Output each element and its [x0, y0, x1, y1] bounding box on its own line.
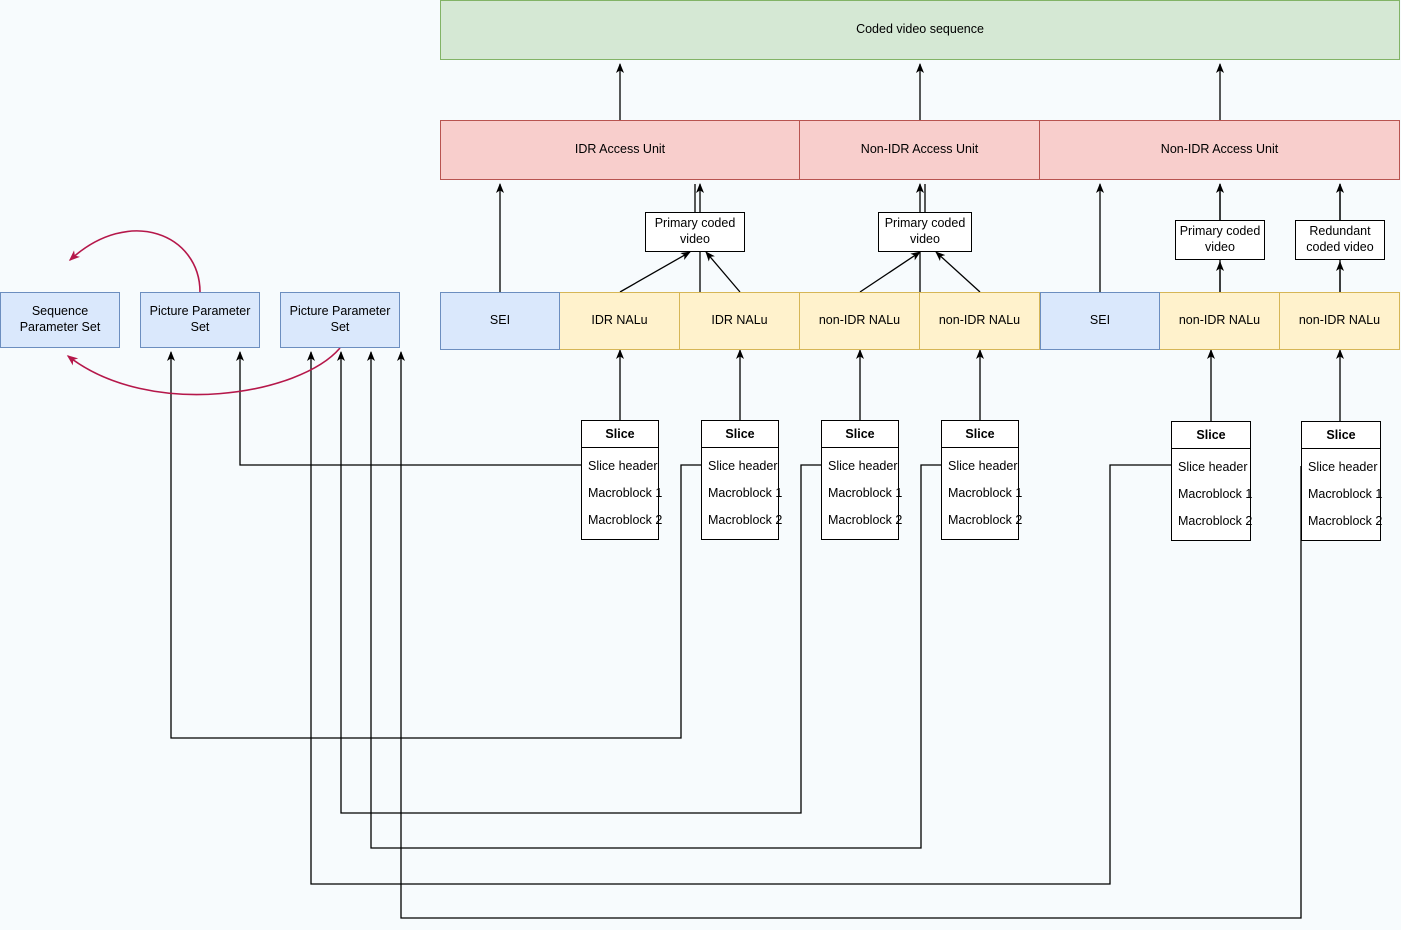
access-unit-idr[interactable]: IDR Access Unit [440, 120, 800, 180]
nal-unit-label: non-IDR NALu [1178, 313, 1261, 328]
macroblock-row: Macroblock 2 [1308, 513, 1383, 528]
nal-unit-label: SEI [489, 313, 511, 328]
nal-unit-non-idr-2[interactable]: non-IDR NALu [920, 292, 1040, 350]
macroblock-row: Macroblock 1 [948, 485, 1023, 500]
slice-header-row: Slice header [948, 458, 1018, 473]
primary-coded-video-1[interactable]: Primary coded video [645, 212, 745, 252]
redundant-coded-video[interactable]: Redundant coded video [1295, 220, 1385, 260]
slice-box-6[interactable]: Slice Slice header Macroblock 1 Macroblo… [1301, 421, 1383, 541]
nal-unit-sei-2[interactable]: SEI [1040, 292, 1160, 350]
coded-video-sequence-bar[interactable]: Coded video sequence [440, 0, 1400, 60]
slice-title: Slice [822, 421, 898, 448]
primary-coded-video-label: Primary coded video [1179, 224, 1261, 254]
slice-header-row: Slice header [1178, 459, 1248, 474]
access-unit-label: Non-IDR Access Unit [860, 142, 979, 157]
macroblock-row: Macroblock 2 [588, 512, 663, 527]
slice-body: Slice header Macroblock 1 Macroblock 2 [1172, 449, 1253, 540]
nal-unit-sei-1[interactable]: SEI [440, 292, 560, 350]
slice-body: Slice header Macroblock 1 Macroblock 2 [822, 448, 903, 539]
slice-body: Slice header Macroblock 1 Macroblock 2 [942, 448, 1023, 539]
macroblock-row: Macroblock 2 [828, 512, 903, 527]
nal-unit-label: IDR NALu [711, 313, 768, 328]
nal-unit-label: IDR NALu [591, 313, 648, 328]
macroblock-row: Macroblock 1 [708, 485, 783, 500]
access-unit-non-idr-2[interactable]: Non-IDR Access Unit [1040, 120, 1400, 180]
nal-unit-label: SEI [1089, 313, 1111, 328]
nal-unit-idr-2[interactable]: IDR NALu [680, 292, 800, 350]
slice-title: Slice [582, 421, 658, 448]
primary-coded-video-label: Primary coded video [884, 216, 966, 246]
slice-title: Slice [1172, 422, 1250, 449]
access-unit-label: Non-IDR Access Unit [1160, 142, 1279, 157]
macroblock-row: Macroblock 2 [708, 512, 783, 527]
nal-unit-non-idr-3[interactable]: non-IDR NALu [1160, 292, 1280, 350]
slice-box-3[interactable]: Slice Slice header Macroblock 1 Macroblo… [821, 420, 903, 540]
slice-body: Slice header Macroblock 1 Macroblock 2 [702, 448, 783, 539]
slice-header-row: Slice header [1308, 459, 1378, 474]
nal-unit-label: non-IDR NALu [938, 313, 1021, 328]
slice-body: Slice header Macroblock 1 Macroblock 2 [1302, 449, 1383, 540]
access-unit-non-idr-1[interactable]: Non-IDR Access Unit [800, 120, 1040, 180]
picture-parameter-set-2[interactable]: Picture Parameter Set [280, 292, 400, 348]
picture-parameter-set-1[interactable]: Picture Parameter Set [140, 292, 260, 348]
primary-coded-video-2[interactable]: Primary coded video [878, 212, 972, 252]
slice-box-4[interactable]: Slice Slice header Macroblock 1 Macroblo… [941, 420, 1023, 540]
sequence-parameter-set-label: Sequence Parameter Set [19, 304, 101, 334]
slice-header-row: Slice header [708, 458, 778, 473]
nal-unit-non-idr-4[interactable]: non-IDR NALu [1280, 292, 1400, 350]
macroblock-row: Macroblock 1 [588, 485, 663, 500]
slice-header-row: Slice header [828, 458, 898, 473]
primary-coded-video-3[interactable]: Primary coded video [1175, 220, 1265, 260]
slice-box-5[interactable]: Slice Slice header Macroblock 1 Macroblo… [1171, 421, 1253, 541]
slice-title: Slice [702, 421, 778, 448]
picture-parameter-set-label: Picture Parameter Set [149, 304, 251, 334]
macroblock-row: Macroblock 1 [1178, 486, 1253, 501]
macroblock-row: Macroblock 2 [948, 512, 1023, 527]
macroblock-row: Macroblock 1 [1308, 486, 1383, 501]
slice-title: Slice [1302, 422, 1380, 449]
nal-unit-label: non-IDR NALu [818, 313, 901, 328]
coded-video-sequence-label: Coded video sequence [856, 22, 984, 37]
primary-coded-video-label: Primary coded video [654, 216, 736, 246]
nal-unit-idr-1[interactable]: IDR NALu [560, 292, 680, 350]
macroblock-row: Macroblock 1 [828, 485, 903, 500]
slice-header-row: Slice header [588, 458, 658, 473]
macroblock-row: Macroblock 2 [1178, 513, 1253, 528]
slice-box-1[interactable]: Slice Slice header Macroblock 1 Macroblo… [581, 420, 663, 540]
redundant-coded-video-label: Redundant coded video [1306, 224, 1374, 254]
nal-unit-non-idr-1[interactable]: non-IDR NALu [800, 292, 920, 350]
access-unit-label: IDR Access Unit [574, 142, 666, 157]
slice-body: Slice header Macroblock 1 Macroblock 2 [582, 448, 663, 539]
picture-parameter-set-label: Picture Parameter Set [289, 304, 391, 334]
slice-title: Slice [942, 421, 1018, 448]
nal-unit-label: non-IDR NALu [1298, 313, 1381, 328]
slice-box-2[interactable]: Slice Slice header Macroblock 1 Macroblo… [701, 420, 783, 540]
sequence-parameter-set[interactable]: Sequence Parameter Set [0, 292, 120, 348]
